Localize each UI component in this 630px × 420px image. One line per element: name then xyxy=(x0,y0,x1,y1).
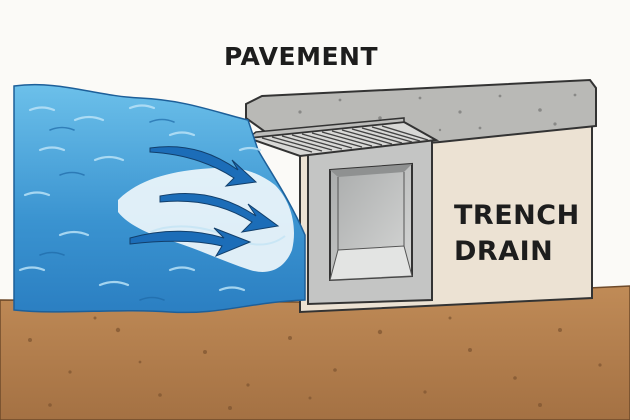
soil-speckles xyxy=(28,316,602,410)
flow-arrow-icon xyxy=(149,146,258,187)
channel-inner-shadow xyxy=(330,164,412,177)
water-ripples xyxy=(18,104,262,292)
flow-arrow-icon xyxy=(129,227,252,258)
channel-inner-floor xyxy=(329,245,413,281)
trench-drain-label-line1: TRENCH xyxy=(454,200,580,231)
trench-drain-label-line2: DRAIN xyxy=(454,236,554,267)
water-splash xyxy=(118,167,295,272)
trench-drain-label: TRENCH DRAIN xyxy=(454,198,580,270)
flow-arrow-icon xyxy=(159,193,280,233)
pavement-label: PAVEMENT xyxy=(224,42,379,71)
